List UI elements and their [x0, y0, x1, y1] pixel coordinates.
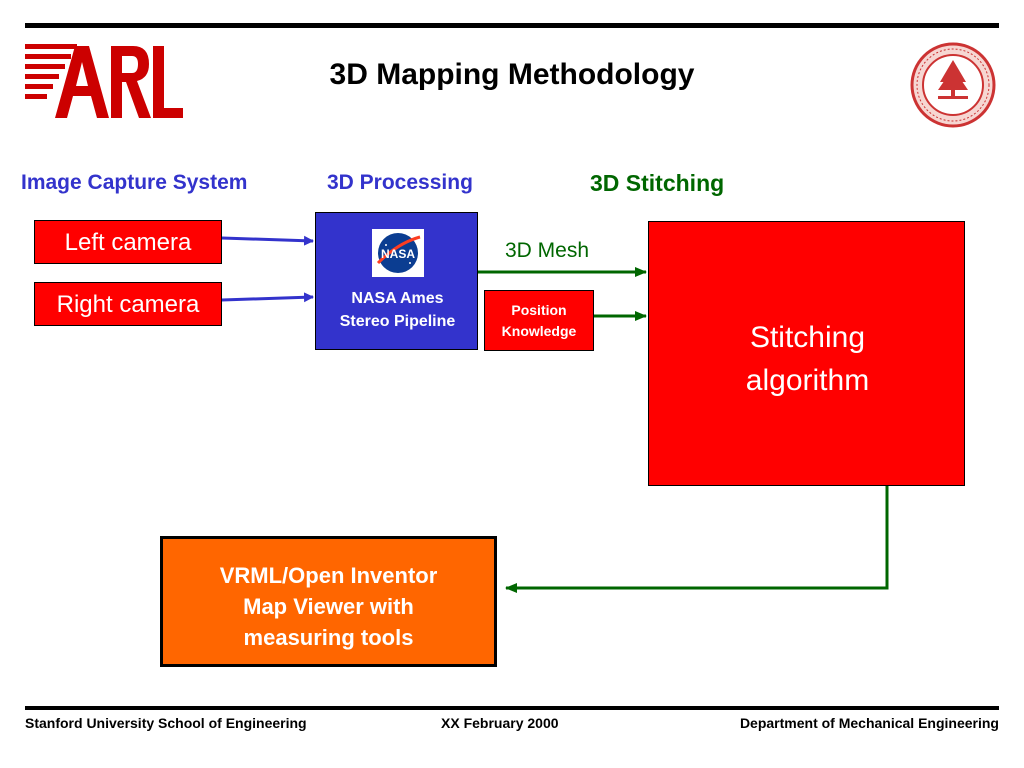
bottom-rule: [25, 706, 999, 710]
map-viewer-box: VRML/Open Inventor Map Viewer with measu…: [160, 536, 497, 667]
stitching-box-text: Stitching algorithm: [649, 316, 966, 402]
viewer-line-1: VRML/Open Inventor: [219, 563, 438, 588]
left-camera-box: Left camera: [34, 220, 222, 264]
arrow-stitching-to-viewer: [505, 486, 889, 593]
nasa-line-2: Stereo Pipeline: [339, 313, 456, 330]
position-line-1: Position: [511, 302, 567, 318]
stitching-line-1: Stitching: [749, 321, 866, 354]
slide-title: 3D Mapping Methodology: [329, 58, 695, 91]
arrow-right-camera-to-nasa: [221, 292, 314, 303]
top-rule: [25, 23, 999, 28]
position-knowledge-box: Position Knowledge: [484, 290, 594, 351]
header-image-capture: Image Capture System: [21, 171, 248, 194]
3d-mesh-label: 3D Mesh: [505, 239, 590, 262]
right-camera-label: Right camera: [56, 291, 200, 318]
stitching-line-2: algorithm: [745, 364, 870, 397]
footer-left: Stanford University School of Engineerin…: [25, 715, 307, 731]
footer-center: XX February 2000: [441, 715, 559, 731]
nasa-logo-text: NASA: [381, 247, 415, 261]
viewer-line-3: measuring tools: [243, 625, 414, 650]
arl-logo: [25, 44, 183, 118]
nasa-stereo-pipeline-box: NASA NASA Ames Stereo Pipeline: [315, 212, 478, 350]
header-3d-stitching: 3D Stitching: [590, 170, 725, 196]
viewer-box-text: VRML/Open Inventor Map Viewer with measu…: [163, 560, 494, 653]
nasa-box-text: NASA Ames Stereo Pipeline: [316, 287, 479, 333]
arrow-left-camera-to-nasa: [221, 235, 314, 246]
nasa-logo: NASA: [372, 229, 424, 277]
right-camera-box: Right camera: [34, 282, 222, 326]
footer-right: Department of Mechanical Engineering: [739, 715, 999, 731]
position-line-2: Knowledge: [501, 323, 577, 339]
header-3d-processing: 3D Processing: [327, 171, 473, 194]
nasa-line-1: NASA Ames: [351, 290, 444, 307]
left-camera-label: Left camera: [64, 229, 192, 256]
university-seal-logo: [910, 42, 996, 128]
viewer-line-2: Map Viewer with: [243, 594, 414, 619]
stitching-algorithm-box: Stitching algorithm: [648, 221, 965, 486]
